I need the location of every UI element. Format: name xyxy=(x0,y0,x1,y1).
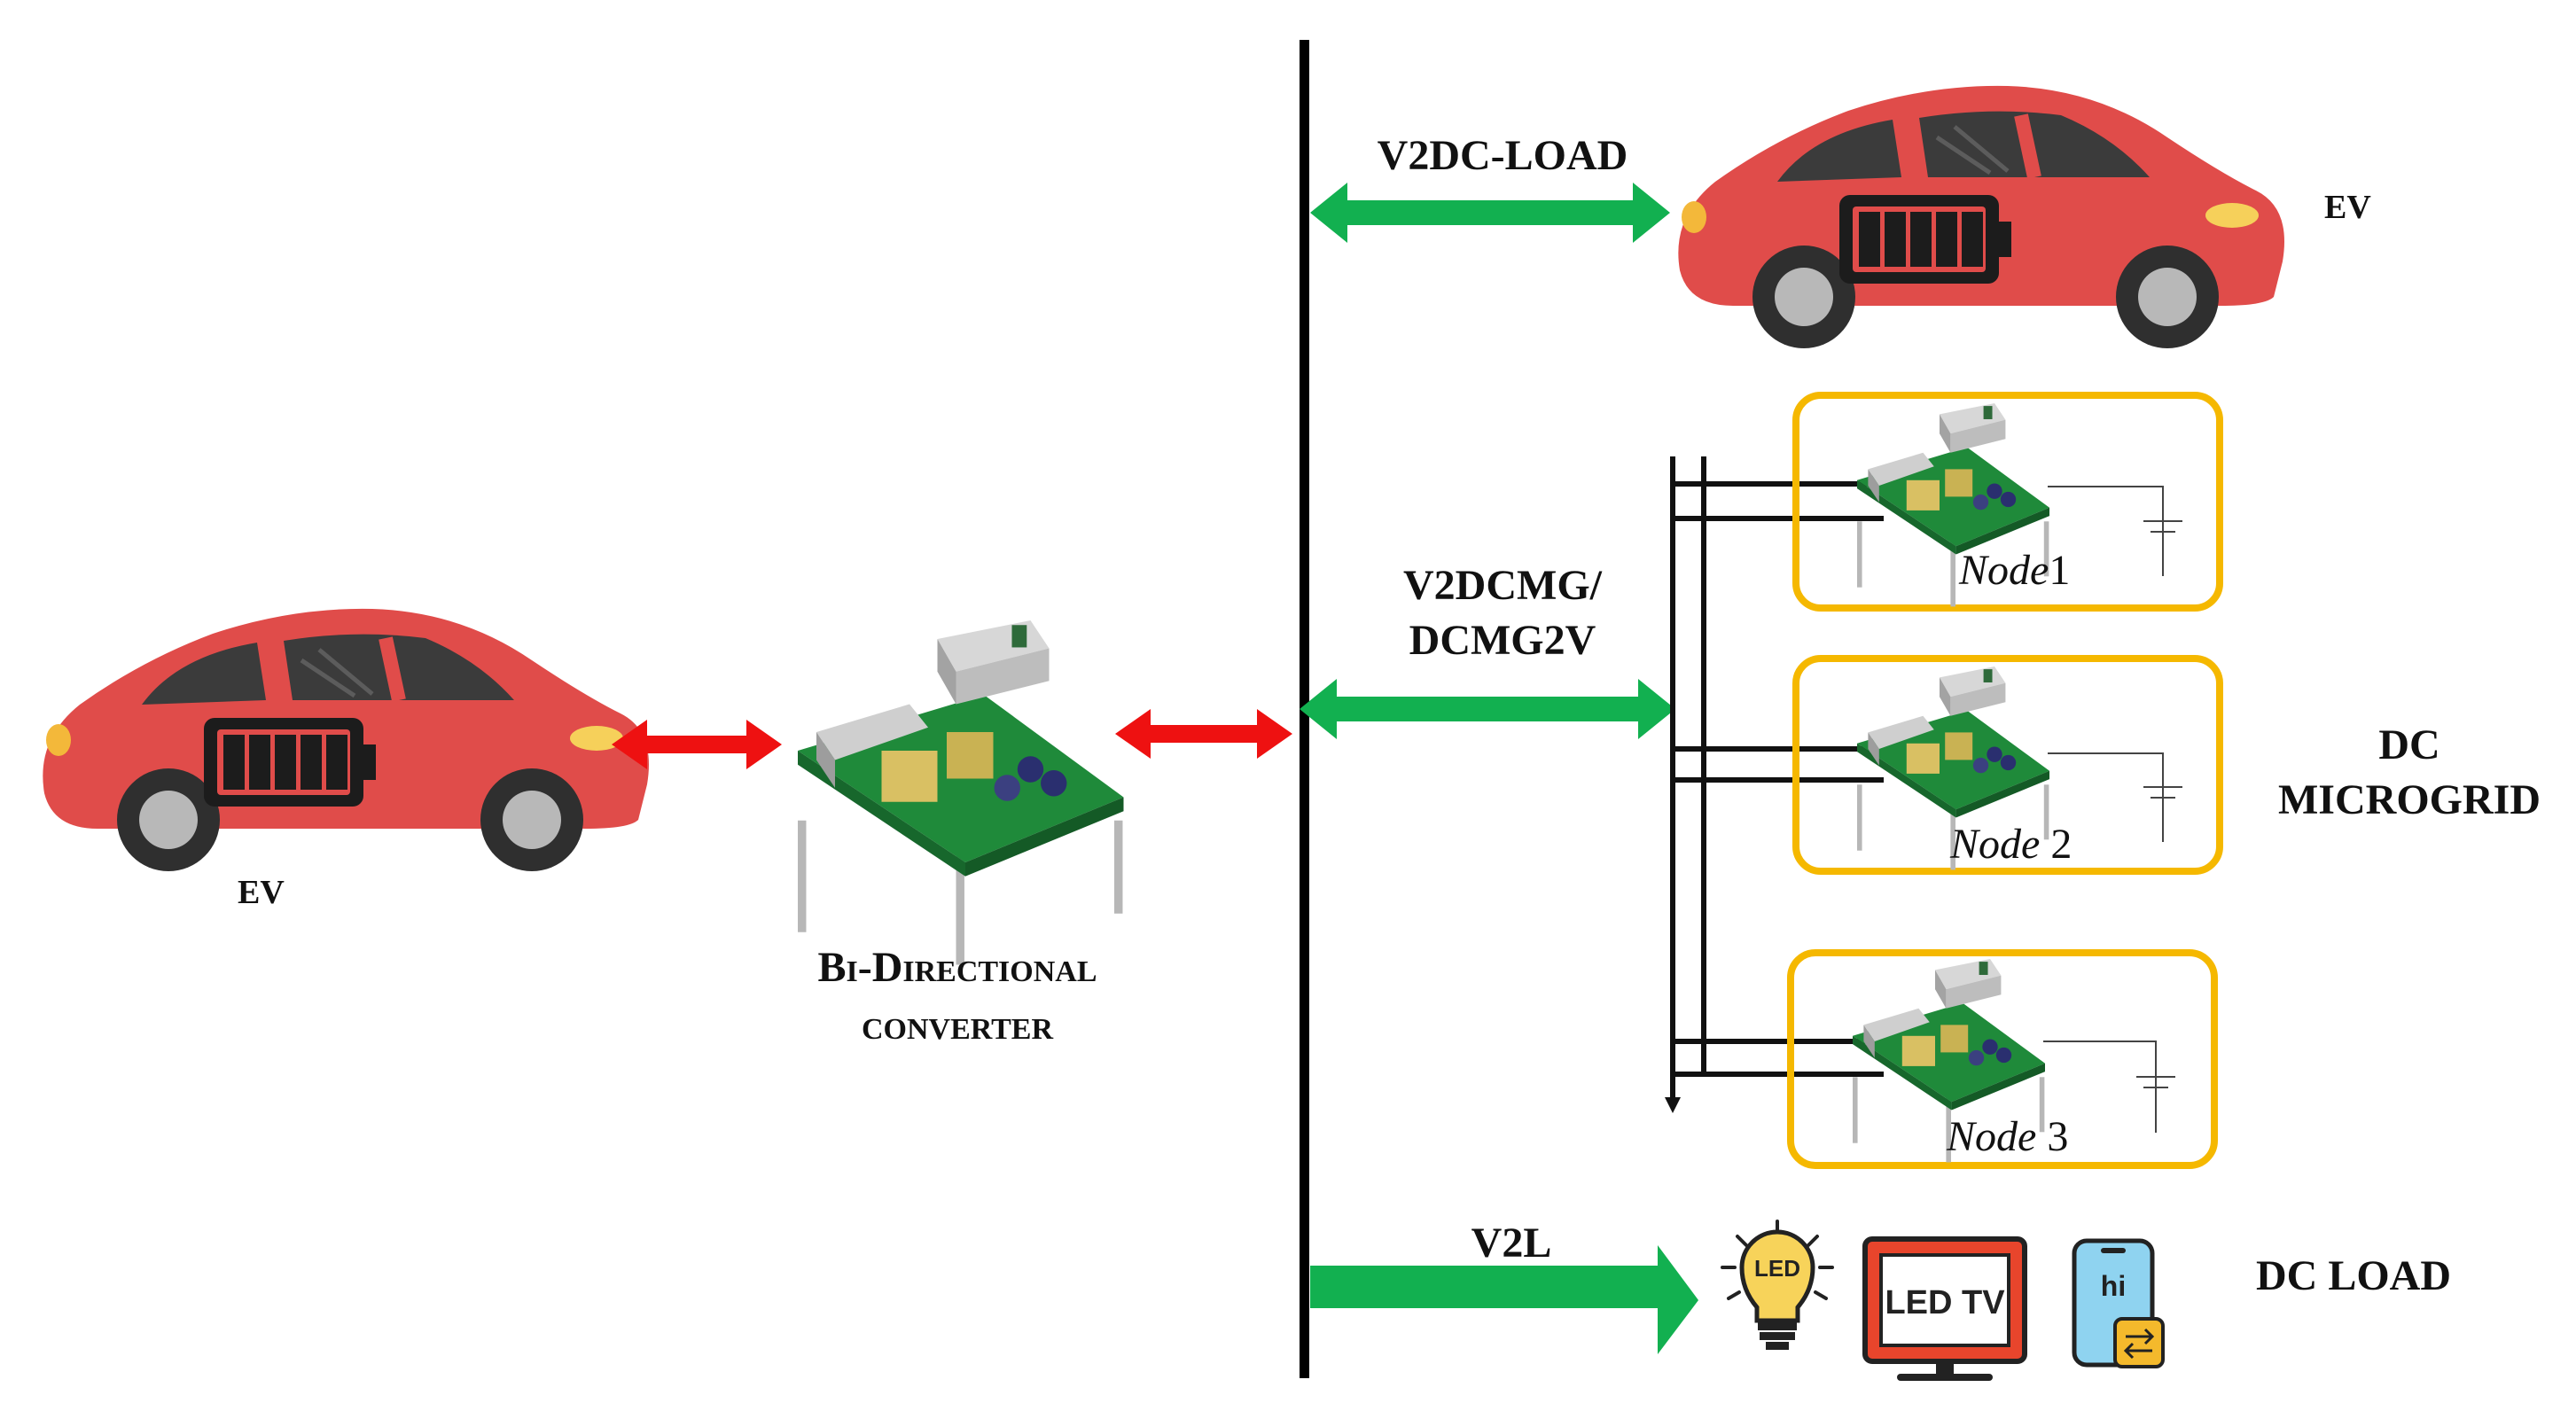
node-2 xyxy=(1792,655,2223,875)
node-3-label: Node 3 xyxy=(1947,1112,2068,1161)
v2dcmg-label-line2: DCMG2V xyxy=(1409,617,1596,665)
microgrid-bus xyxy=(1670,456,1884,1102)
top-ev-label: EV xyxy=(2324,189,2371,226)
green-arrow-v2dc-load xyxy=(1310,183,1670,243)
converter-label-line1: Bi-Directional xyxy=(817,944,1097,991)
dc-microgrid-label-line1: DC xyxy=(2378,721,2440,768)
led-tv-icon: LED TV xyxy=(1862,1236,2027,1381)
red-arrow-converter-bus xyxy=(1115,709,1292,759)
node-3-number: 3 xyxy=(2047,1113,2069,1160)
left-ev-label: EV xyxy=(238,874,285,911)
dc-load-label: DC LOAD xyxy=(2255,1252,2451,1299)
v2dcmg-label: V2DCMG/ DCMG2V xyxy=(1356,558,1649,669)
top-ev-car xyxy=(1678,86,2284,348)
led-tv-text: LED TV xyxy=(1885,1284,2005,1321)
v2l-label: V2L xyxy=(1471,1220,1552,1267)
node-1-number: 1 xyxy=(2049,547,2071,594)
left-ev-car xyxy=(43,609,649,871)
led-bulb-text: LED xyxy=(1754,1255,1800,1282)
node-2-prefix: Node xyxy=(1950,821,2051,868)
node-1-prefix: Node xyxy=(1959,547,2049,594)
red-arrow-ev-converter xyxy=(612,720,782,769)
node-3-prefix: Node xyxy=(1947,1113,2048,1160)
converter-label: Bi-Directional converter xyxy=(780,939,1135,1055)
converter-board xyxy=(798,620,1124,965)
green-arrow-v2l xyxy=(1310,1245,1698,1354)
v2dc-load-label: V2DC-LOAD xyxy=(1377,132,1628,179)
dc-microgrid-label-line2: MICROGRID xyxy=(2278,776,2541,824)
node-1 xyxy=(1792,392,2223,612)
converter-label-line2: converter xyxy=(861,1001,1054,1048)
node-2-number: 2 xyxy=(2050,821,2073,868)
phone-text: hi xyxy=(2101,1270,2126,1302)
smartphone-icon: hi xyxy=(2072,1238,2165,1368)
node-2-label: Node 2 xyxy=(1950,820,2072,869)
node-1-label: Node1 xyxy=(1959,546,2070,595)
node-3 xyxy=(1787,949,2218,1169)
green-arrow-v2dcmg xyxy=(1300,679,1675,739)
v2dcmg-label-line1: V2DCMG/ xyxy=(1403,562,1602,609)
led-bulb-icon: LED xyxy=(1721,1220,1834,1350)
dc-microgrid-label: DC MICROGRID xyxy=(2250,718,2569,829)
